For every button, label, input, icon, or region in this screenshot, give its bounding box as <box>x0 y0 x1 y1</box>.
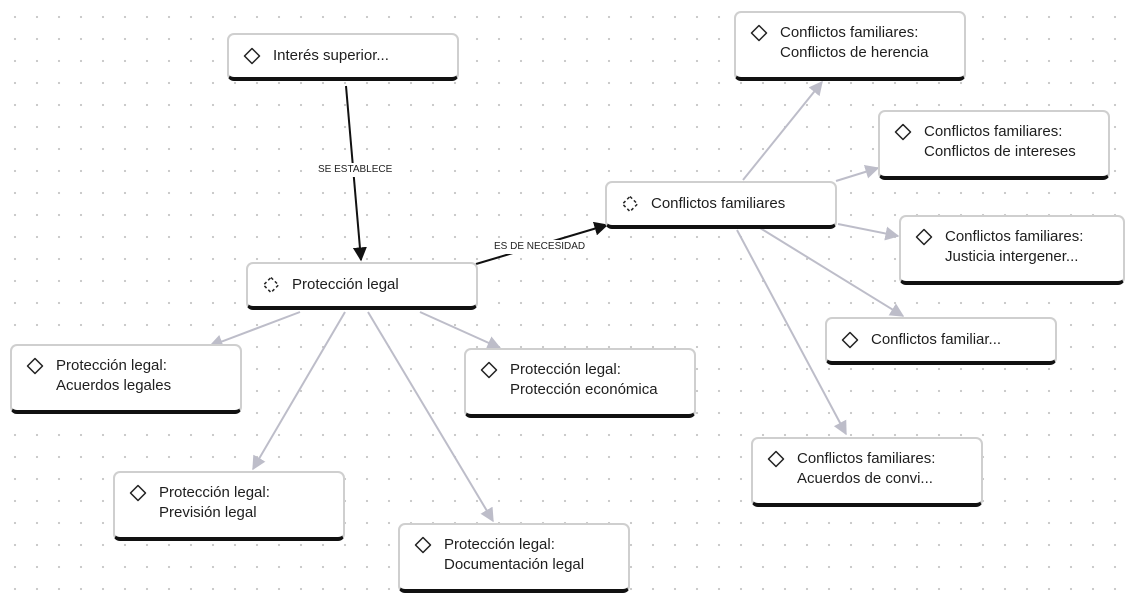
node-cf-conflictos-herencia[interactable]: Conflictos familiares: Conflictos de her… <box>734 11 966 81</box>
node-pl-proteccion-economica[interactable]: Protección legal: Protección económica <box>464 348 696 418</box>
diamond-icon <box>414 536 432 554</box>
node-label-line2: Conflictos de intereses <box>924 143 1076 160</box>
node-label-line1: Protección legal: <box>510 361 621 378</box>
edge-conflictos-to-intereses[interactable] <box>835 165 880 182</box>
node-pl-prevision-legal[interactable]: Protección legal: Previsión legal <box>113 471 345 541</box>
edge-conflictos-to-familiar[interactable] <box>759 227 905 317</box>
node-proteccion-legal[interactable]: Protección legal <box>246 262 478 310</box>
node-cf-conflictos-familiar[interactable]: Conflictos familiar... <box>825 317 1057 365</box>
node-label-line1: Protección legal: <box>444 536 555 553</box>
edge-proteccion-to-economica[interactable] <box>419 311 502 350</box>
node-label-line2: Acuerdos legales <box>56 377 172 394</box>
node-label-line2: Acuerdos de convi... <box>797 470 933 487</box>
diamond-icon <box>915 228 933 246</box>
diamond-icon <box>894 123 912 141</box>
node-cf-conflictos-intereses[interactable]: Conflictos familiares: Conflictos de int… <box>878 110 1110 180</box>
dashed-diamond-icon <box>621 195 639 213</box>
diamond-icon <box>841 331 859 349</box>
diamond-icon <box>767 450 785 468</box>
edge-label-es-de-necesidad: ES DE NECESIDAD <box>492 240 588 254</box>
node-label-line2: Conflictos de herencia <box>780 44 929 61</box>
node-label-line1: Conflictos familiares: <box>797 450 936 467</box>
node-label-line1: Protección legal: <box>56 357 167 374</box>
dashed-diamond-icon <box>262 276 280 294</box>
node-label-line1: Conflictos familiares: <box>945 228 1084 245</box>
node-interes-superior[interactable]: Interés superior... <box>227 33 459 81</box>
diamond-icon <box>129 484 147 502</box>
node-conflictos-familiares[interactable]: Conflictos familiares <box>605 181 837 229</box>
node-pl-documentacion-legal[interactable]: Protección legal: Documentación legal <box>398 523 630 593</box>
diamond-icon <box>243 47 261 65</box>
node-label-line2: Previsión legal <box>159 504 257 521</box>
edge-conflictos-to-herencia[interactable] <box>742 80 823 181</box>
node-label-line1: Conflictos familiares: <box>924 123 1063 140</box>
diamond-icon <box>26 357 44 375</box>
edge-proteccion-to-prevision[interactable] <box>252 311 346 471</box>
node-label: Protección legal <box>292 276 399 293</box>
edge-proteccion-to-acuerdos[interactable] <box>208 311 301 349</box>
diamond-icon <box>750 24 768 42</box>
edge-conflictos-to-acuerdos[interactable] <box>736 229 847 436</box>
node-label-line1: Conflictos familiares: <box>780 24 919 41</box>
node-label-line2: Documentación legal <box>444 556 585 573</box>
node-label-line1: Protección legal: <box>159 484 270 501</box>
edge-label-se-establece: SE ESTABLECE <box>316 163 395 177</box>
node-cf-acuerdos-convivencia[interactable]: Conflictos familiares: Acuerdos de convi… <box>751 437 983 507</box>
edge-proteccion-to-documentacion[interactable] <box>367 311 494 523</box>
node-label: Conflictos familiares <box>651 195 786 212</box>
node-label-line2: Justicia intergener... <box>945 248 1079 265</box>
node-pl-acuerdos-legales[interactable]: Protección legal: Acuerdos legales <box>10 344 242 414</box>
diamond-icon <box>480 361 498 379</box>
node-label: Interés superior... <box>273 47 389 64</box>
node-label-line2: Protección económica <box>510 381 658 398</box>
node-label: Conflictos familiar... <box>871 331 1002 348</box>
node-cf-justicia-intergeneracional[interactable]: Conflictos familiares: Justicia intergen… <box>899 215 1125 285</box>
edge-conflictos-to-justicia[interactable] <box>837 223 900 241</box>
